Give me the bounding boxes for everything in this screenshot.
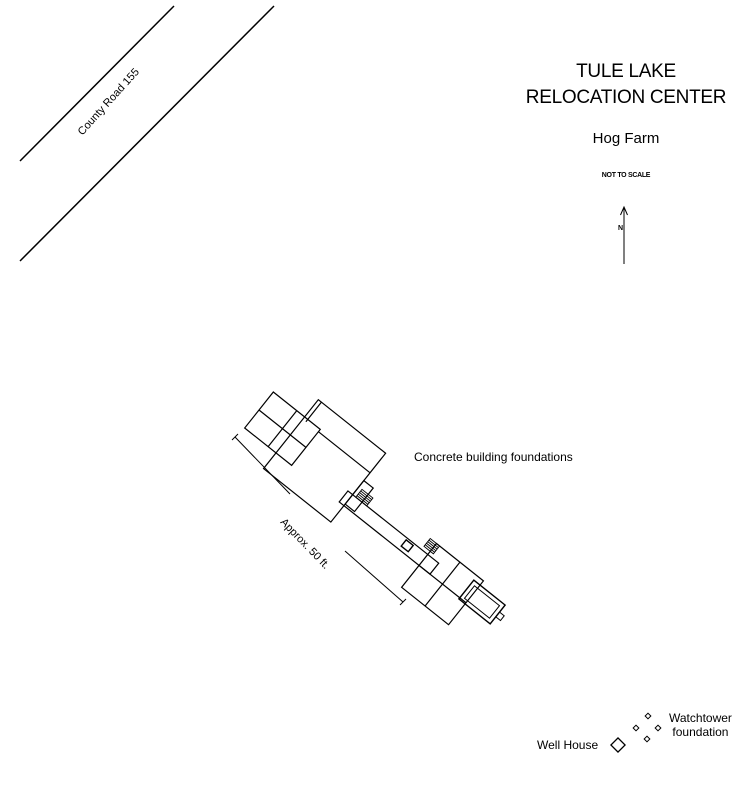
concrete-foundations-label: Concrete building foundations: [414, 450, 573, 464]
scale-note: NOT TO SCALE: [601, 172, 651, 179]
watchtower-label: Watchtower foundation: [669, 711, 732, 739]
concrete-building-foundations: [243, 391, 485, 626]
road-edge-upper: [19, 5, 175, 162]
road-edge-lower: [19, 5, 275, 262]
map-title-line1: TULE LAKE: [576, 61, 676, 82]
steps-right: [423, 537, 441, 555]
dimension-line: [231, 433, 407, 606]
map-subtitle: Hog Farm: [592, 130, 660, 147]
small-foundation: [457, 579, 507, 625]
map-title-line2: RELOCATION CENTER: [525, 87, 727, 108]
well-house-marker: [610, 737, 626, 753]
watchtower-label-line2: foundation: [672, 725, 729, 739]
north-arrow: [620, 205, 628, 264]
steps-center: [355, 488, 374, 507]
well-house-label: Well House: [537, 738, 599, 752]
north-label: N: [618, 225, 624, 232]
watchtower-label-line1: Watchtower: [669, 711, 732, 725]
watchtower-foundation: [632, 712, 662, 743]
